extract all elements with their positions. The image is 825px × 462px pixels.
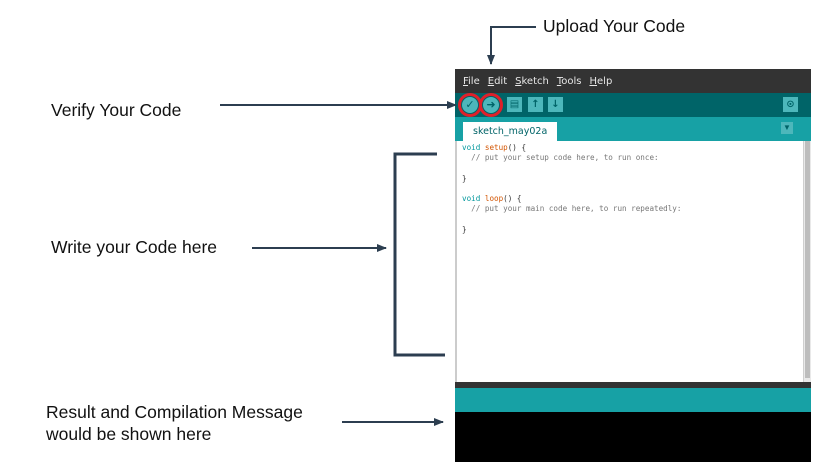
code-text: }: [462, 173, 467, 183]
code-editor[interactable]: void setup() { // put your setup code he…: [455, 141, 805, 382]
code-text: }: [462, 224, 467, 234]
code-keyword: void: [462, 143, 481, 152]
console-output: [455, 412, 811, 462]
code-function: setup: [484, 143, 508, 152]
new-icon[interactable]: ▤: [507, 97, 522, 112]
code-bracket: [393, 152, 445, 357]
menu-help[interactable]: Help: [589, 75, 613, 87]
code-text: void setup() { // put your setup code he…: [462, 143, 681, 235]
verify-highlight-ring: [458, 93, 482, 117]
code-comment: // put your main code here, to run repea…: [462, 204, 682, 214]
upload-annotation: Upload Your Code: [543, 16, 686, 36]
menu-edit[interactable]: Edit: [487, 75, 508, 87]
editor-scrollbar[interactable]: [803, 141, 811, 382]
menu-bar: File Edit Sketch Tools Help: [455, 69, 811, 93]
status-bar: [455, 382, 811, 388]
code-function: loop: [484, 193, 504, 203]
code-text: () {: [507, 143, 527, 152]
write-annotation: Write your Code here: [51, 237, 218, 257]
toolbar: ✓ ➜ ▤ ↑ ↓ ⊙: [455, 93, 811, 117]
result-annotation-line2: would be shown here: [46, 424, 212, 444]
arduino-ide-window: File Edit Sketch Tools Help ✓ ➜ ▤ ↑ ↓ ⊙ …: [455, 69, 811, 462]
code-comment: // put your setup code here, to run once…: [462, 153, 659, 163]
open-icon[interactable]: ↑: [528, 97, 543, 112]
menu-file[interactable]: File: [463, 75, 480, 87]
tab-bar: sketch_may02a ▼: [455, 117, 811, 141]
tab-sketch[interactable]: sketch_may02a: [463, 122, 558, 141]
verify-annotation: Verify Your Code: [51, 100, 182, 120]
save-icon[interactable]: ↓: [548, 97, 563, 112]
code-keyword: void: [462, 193, 481, 203]
upload-highlight-ring: [479, 93, 503, 117]
serial-monitor-icon[interactable]: ⊙: [783, 97, 798, 112]
result-annotation-line1: Result and Compilation Message: [46, 402, 303, 422]
code-text: () {: [503, 193, 522, 203]
menu-sketch[interactable]: Sketch: [515, 75, 549, 87]
console-header: [455, 388, 811, 412]
upload-arrow: [487, 26, 536, 65]
scrollbar-thumb[interactable]: [805, 141, 810, 378]
verify-icon[interactable]: ✓: [462, 97, 478, 113]
menu-tools[interactable]: Tools: [556, 75, 582, 87]
upload-icon[interactable]: ➜: [483, 97, 499, 113]
tab-menu-icon[interactable]: ▼: [781, 122, 793, 134]
